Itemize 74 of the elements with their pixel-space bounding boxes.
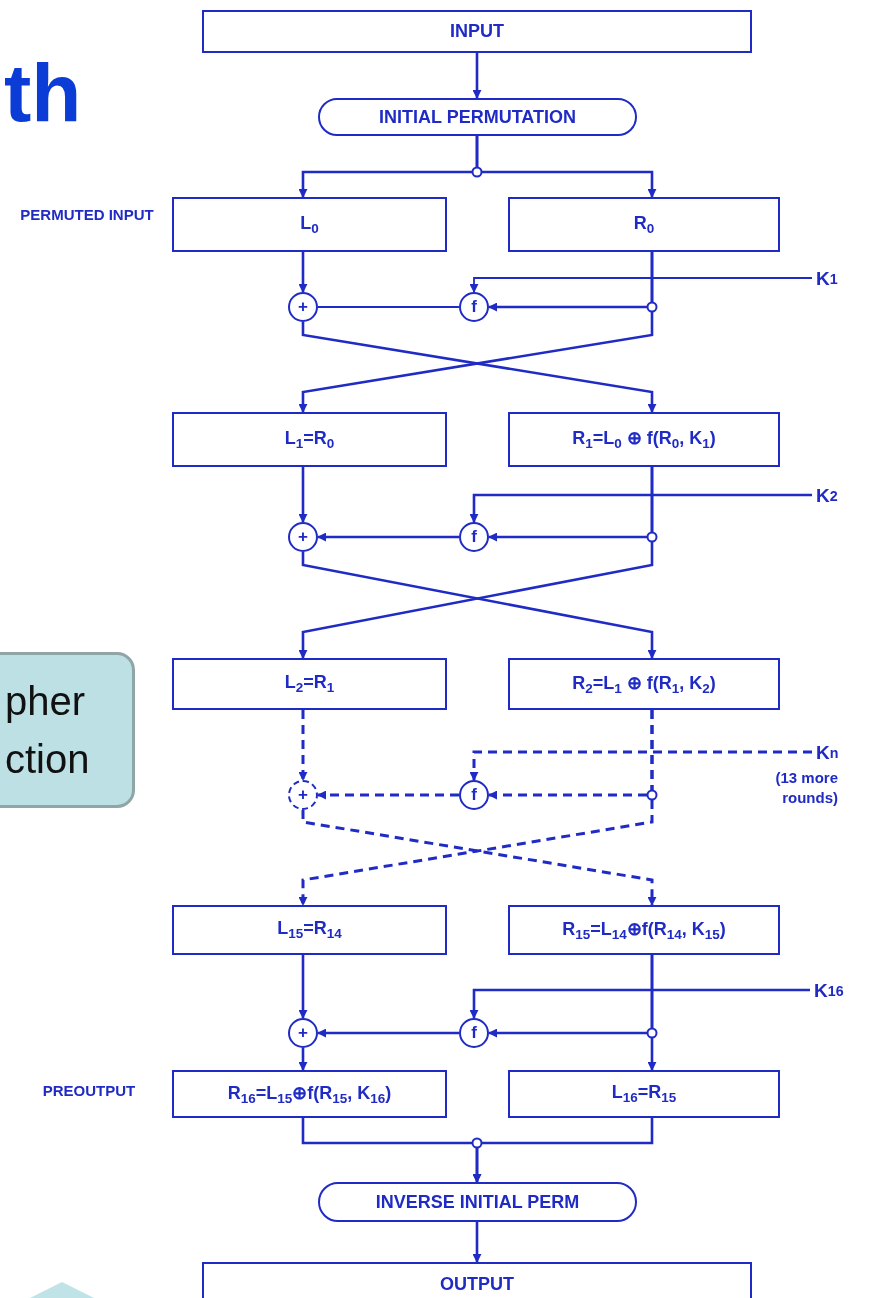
operator-symbol: f [471,785,477,805]
callout-text: pher ction [5,678,91,783]
process-box [508,658,780,710]
process-box [508,905,780,955]
arrow [317,1028,459,1038]
process-box [508,412,780,467]
connector-line [317,306,460,308]
process-box [172,658,447,710]
box-label: R$_{15}$=L$_{14}$⊕f(R$_{14}$, K$_{15}$) [562,917,726,942]
arrow [298,955,308,1019]
process-box [172,412,447,467]
arrow [298,467,308,523]
arrow [469,988,810,1019]
box-label: L$_{15}$=R$_{14}$ [277,918,342,942]
box-label: INITIAL PERMUTATION [379,106,576,128]
arrow [647,955,657,1071]
process-pill [318,98,637,136]
callout-box [0,652,135,808]
arrow [469,750,812,781]
process-box [508,1070,780,1118]
box-label: L$_{16}$=R$_{15}$ [611,1082,677,1106]
box-label: R$_{16}$=L$_{15}$⊕f(R$_{15}$, K$_{16}$) [227,1081,392,1106]
box-label: OUTPUT [440,1273,514,1295]
title-fragment: th [4,52,82,134]
box-label: R$_{1}$=L$_{0}$ ⊕ f(R$_{0}$, K$_{1}$) [572,427,716,452]
function-circle [459,780,489,810]
arrow [298,252,308,293]
box-label: R$_{0}$ [633,212,655,236]
box-label: L$_{2}$=R$_{1}$ [284,672,335,696]
arrow [301,552,657,659]
arrow [301,810,657,906]
function-circle [459,1018,489,1048]
arrow [469,493,812,523]
side-label: PREOUTPUT [41,1081,137,1101]
box-label: R$_{2}$=L$_{1}$ ⊕ f(R$_{1}$, K$_{2}$) [572,671,716,696]
arrow [298,710,654,906]
function-circle [459,292,489,322]
process-box [172,905,447,955]
arrow [298,467,654,659]
box-label: INPUT [450,21,504,42]
operator-symbol: + [298,527,308,547]
operator-symbol: f [471,297,477,317]
arrow [469,277,813,293]
operator-symbol: f [471,527,477,547]
xor-circle [288,522,318,552]
process-box [202,10,752,53]
process-pill [318,1182,637,1222]
xor-circle [288,780,318,810]
xor-circle [288,1018,318,1048]
box-label: INVERSE INITIAL PERM [375,1191,580,1213]
function-circle [459,522,489,552]
arrow [472,53,482,99]
arrow [472,1118,654,1183]
box-label: L$_{0}$ [300,212,319,236]
operator-symbol: + [298,297,308,317]
arrow [317,790,459,800]
arrow [298,710,308,781]
operator-symbol: f [471,1023,477,1043]
arrow [317,532,459,542]
arrow [475,136,657,198]
process-box [172,197,447,252]
operator-symbol: + [298,1023,308,1043]
arrow [301,322,657,413]
side-label: (13 more rounds) [774,768,838,807]
arrow [472,1222,482,1263]
side-label: PERMUTED INPUT [19,205,155,225]
arrow [298,252,654,413]
box-label: L$_{1}$=R$_{0}$ [284,427,335,451]
process-box [508,197,780,252]
process-box [172,1070,447,1118]
arrow [298,1048,308,1071]
xor-circle [288,292,318,322]
operator-symbol: + [298,785,308,805]
process-box [202,1262,752,1298]
